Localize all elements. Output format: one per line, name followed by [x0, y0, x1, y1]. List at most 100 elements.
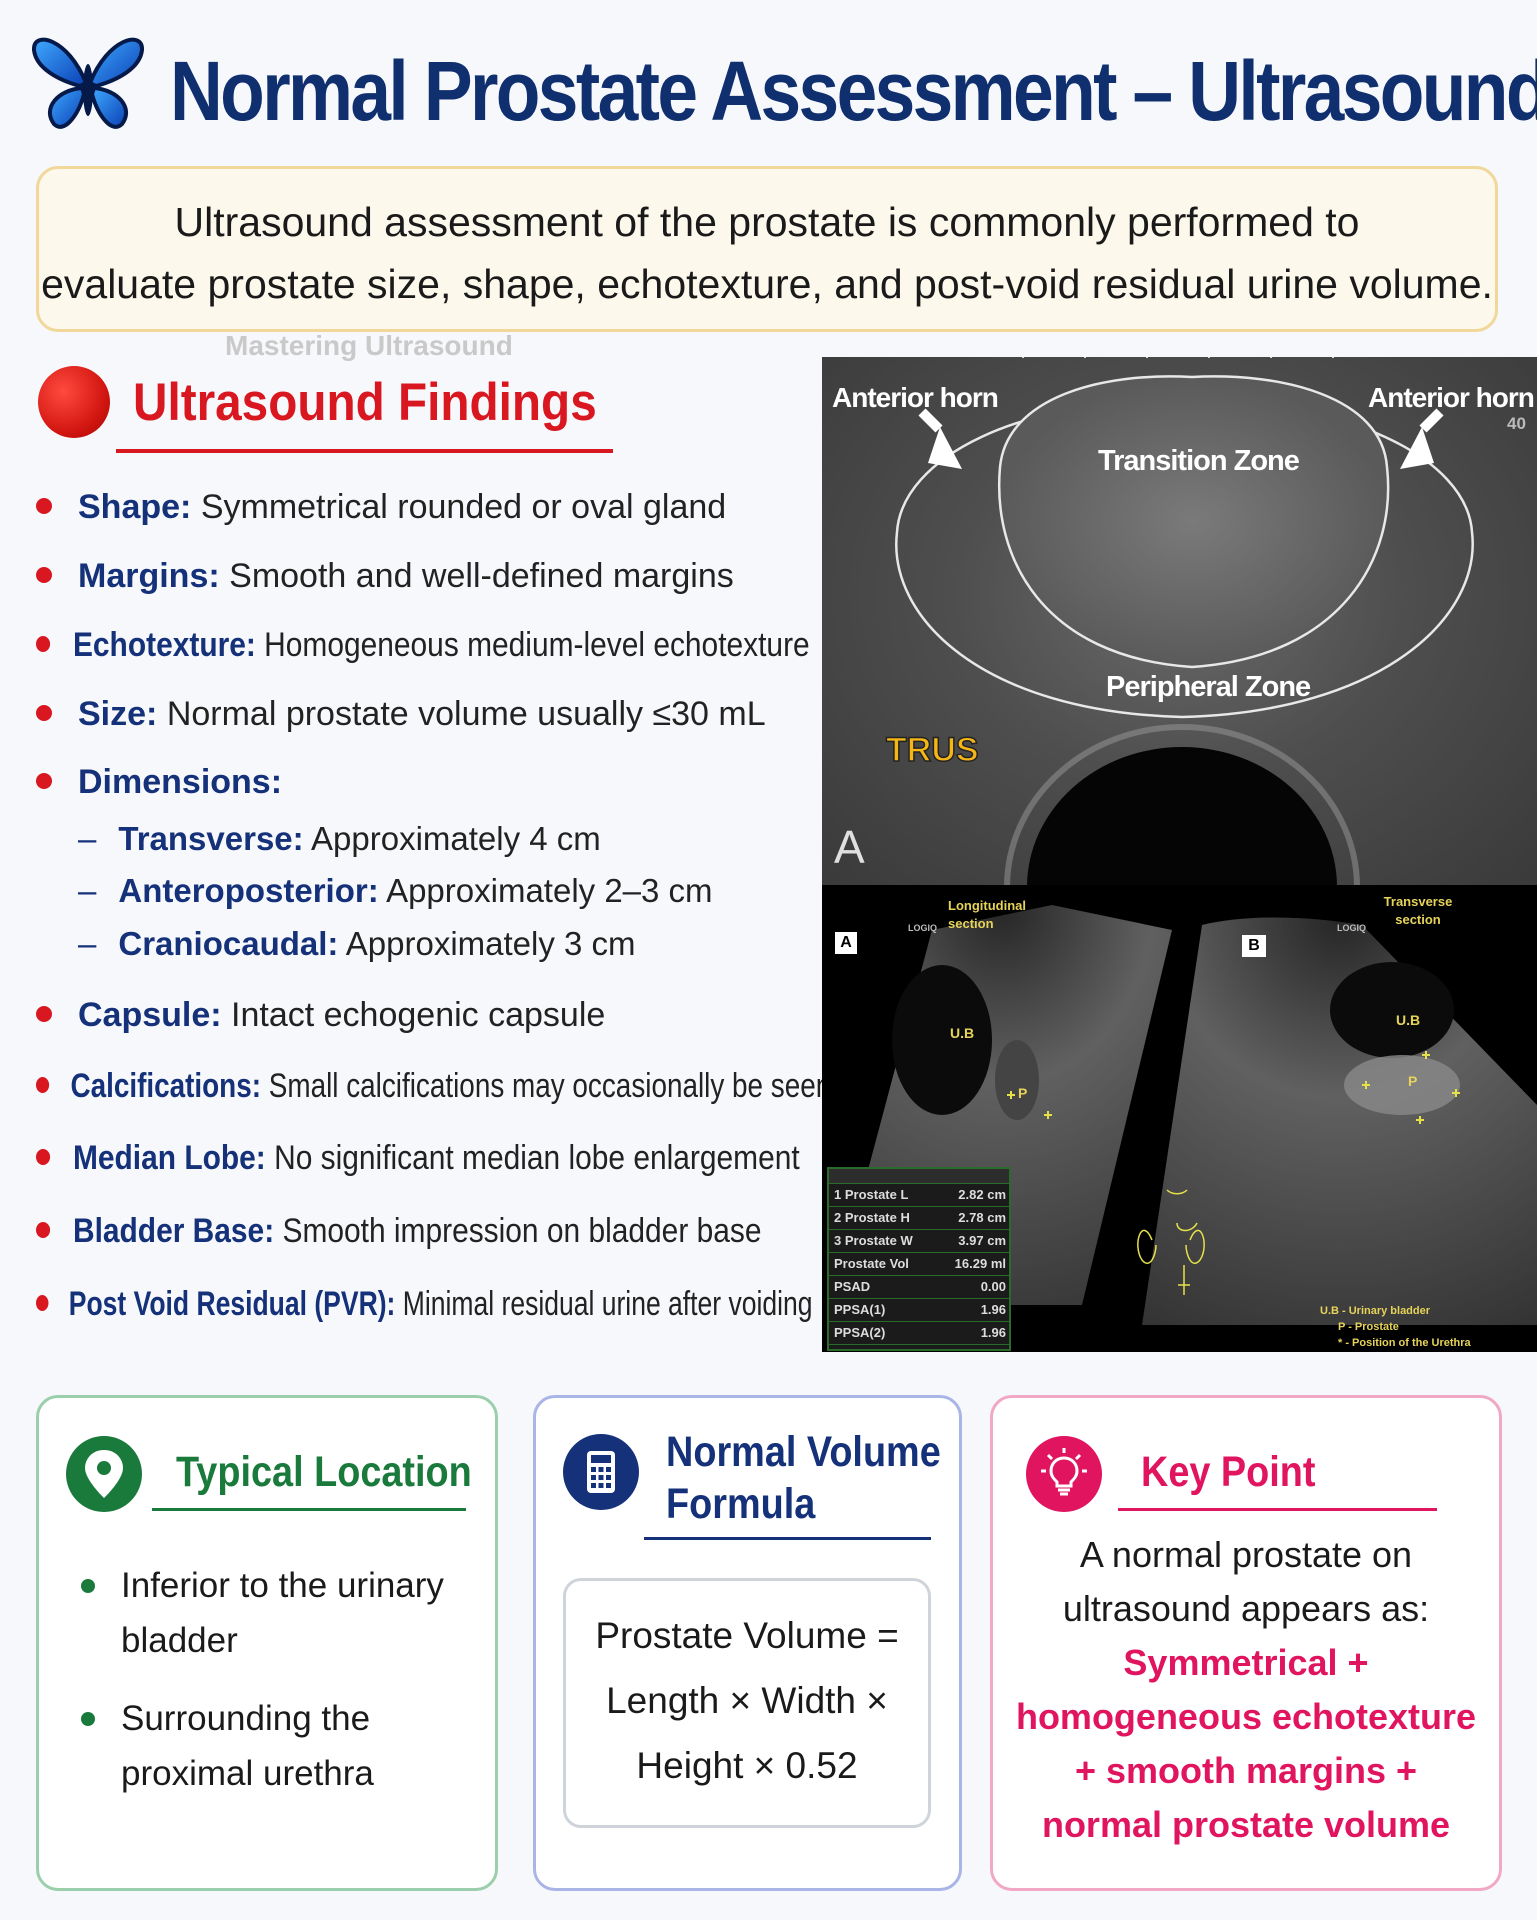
bullet-icon — [36, 636, 51, 653]
legend-line: * - Position of the Urethra — [1338, 1337, 1471, 1349]
measurement-row: 2 Prostate H 2.78 cm — [829, 1207, 1009, 1230]
measurement-table: 1 Prostate L 2.82 cm 2 Prostate H 2.78 cm 3 … — [827, 1167, 1011, 1351]
finding-margins: Margins: Smooth and well-defined margins — [36, 557, 734, 596]
finding-bladder-base: Bladder Base: Smooth impression on bladd… — [36, 1212, 761, 1251]
watermark: Mastering Ultrasound — [225, 330, 513, 361]
transverse-label: Transverse section — [1383, 894, 1453, 927]
page-title: Normal Prostate Assessment – Ultrasound — [170, 44, 1537, 138]
lightbulb-icon — [1026, 1436, 1102, 1512]
measurement-name: 1 Prostate L — [834, 1187, 909, 1202]
measurement-name: PPSA(2) — [834, 1325, 886, 1340]
location-pin-icon — [66, 1436, 142, 1512]
formula-box: Prostate Volume = Length × Width × Heigh… — [563, 1578, 931, 1828]
red-circle-icon — [38, 366, 110, 438]
measurement-name: 2 Prostate H — [834, 1210, 910, 1225]
legend-line: U.B - Urinary bladder — [1320, 1305, 1431, 1317]
key-highlight: normal prostate volume — [1041, 1804, 1451, 1845]
formula-title-line: Normal Volume — [666, 1428, 941, 1476]
measurement-name: PPSA(1) — [834, 1302, 886, 1317]
intro-line: Ultrasound assessment of the prostate is… — [174, 199, 1360, 245]
location-title: Typical Location — [176, 1448, 472, 1496]
scan-legend: U.B - Urinary bladder P - Prostate * - P… — [1320, 1303, 1471, 1351]
key-line: A normal prostate on — [1079, 1534, 1413, 1575]
measurement-rows: 1 Prostate L 2.82 cm 2 Prostate H 2.78 cm 3 … — [829, 1184, 1009, 1345]
bullet-icon — [36, 1077, 50, 1094]
peripheral-zone-label: Peripheral Zone — [1106, 671, 1311, 703]
finding-size: Size: Normal prostate volume usually ≤30… — [36, 695, 766, 734]
longitudinal-label: Longitudinal section — [948, 898, 1026, 931]
bullet-icon — [36, 1149, 51, 1166]
measurement-value: 1.96 — [980, 1325, 1006, 1340]
transition-zone-label: Transition Zone — [1098, 445, 1300, 477]
legend-line: P - Prostate — [1338, 1321, 1399, 1333]
logo-text: LOGIQ — [908, 923, 937, 933]
panel-a-badge: A — [835, 932, 857, 954]
measurement-value: 0.00 — [980, 1279, 1006, 1294]
key-point-card: Key Point A normal prostate on ultrasoun… — [990, 1395, 1502, 1891]
key-point-underline — [1118, 1508, 1437, 1511]
finding-echotexture: Echotexture: Homogeneous medium-level ec… — [36, 626, 810, 665]
findings-title: Ultrasound Findings — [133, 373, 597, 432]
dimension-transverse: –Transverse: Approximately 4 cm — [78, 820, 601, 857]
measurement-row: PPSA(2) 1.96 — [829, 1322, 1009, 1345]
panel-b-badge: B — [1242, 935, 1266, 957]
key-highlight: Symmetrical + — [1123, 1642, 1369, 1683]
dimension-craniocaudal: –Craniocaudal: Approximately 3 cm — [78, 925, 636, 962]
formula-line: Length × Width × — [606, 1680, 888, 1721]
bullet-icon — [36, 773, 52, 790]
measurement-value: 1.96 — [980, 1302, 1006, 1317]
trus-badge: TRUS — [885, 730, 979, 770]
intro-box: Ultrasound assessment of the prostate is… — [36, 166, 1498, 332]
header: Normal Prostate Assessment – Ultrasound — [0, 0, 1537, 160]
key-line: ultrasound appears as: — [1062, 1588, 1430, 1629]
finding-shape: Shape: Symmetrical rounded or oval gland — [36, 488, 726, 527]
typical-location-card: Typical Location Inferior to the urinary… — [36, 1395, 498, 1891]
bullet-icon — [36, 1295, 49, 1312]
volume-formula-card: Normal Volume Formula Prostate Volume = … — [533, 1395, 962, 1891]
logo-text: LOGIQ — [1337, 923, 1366, 933]
butterfly-icon — [31, 37, 145, 129]
measurement-value: 3.97 cm — [958, 1233, 1006, 1248]
prostate-outline — [895, 357, 1474, 885]
measurement-row: 1 Prostate L 2.82 cm — [829, 1184, 1009, 1207]
bullet-icon — [36, 705, 52, 722]
finding-capsule: Capsule: Intact echogenic capsule — [36, 996, 605, 1035]
trus-ultrasound-image: Anterior horn Anterior horn 40 Transitio… — [822, 357, 1537, 885]
prostate-label-b: P — [1408, 1073, 1418, 1089]
intro-line: evaluate prostate size, shape, echotextu… — [41, 261, 1493, 307]
bullet-icon — [36, 1222, 51, 1239]
measurement-name: Prostate Vol — [834, 1256, 909, 1271]
measurement-value: 2.82 cm — [958, 1187, 1006, 1202]
location-underline — [152, 1508, 466, 1511]
bullet-icon — [36, 1006, 52, 1023]
finding-median-lobe: Median Lobe: No significant median lobe … — [36, 1139, 800, 1178]
key-point-body: A normal prostate on ultrasound appears … — [993, 1528, 1499, 1852]
bullet-icon — [36, 498, 52, 515]
ub-label-b: U.B — [1396, 1012, 1421, 1028]
anterior-horn-left-label: Anterior horn — [832, 382, 999, 413]
finding-dimensions: Dimensions: — [36, 763, 282, 802]
key-highlight: homogeneous echotexture — [1015, 1696, 1477, 1737]
measurement-row: PPSA(1) 1.96 — [829, 1299, 1009, 1322]
measurement-row: Prostate Vol 16.29 ml — [829, 1253, 1009, 1276]
measurement-row: PSAD 0.00 — [829, 1276, 1009, 1299]
panel-letter-a: A — [834, 821, 865, 873]
dimension-anteroposterior: –Anteroposterior: Approximately 2–3 cm — [78, 872, 713, 909]
longitudinal-transverse-scan: Longitudinal section Transverse section … — [822, 885, 1537, 1352]
measurement-value: 2.78 cm — [958, 1210, 1006, 1225]
bullet-icon — [81, 1712, 95, 1726]
measurement-table-header — [829, 1169, 1009, 1184]
finding-calcifications: Calcifications: Small calcifications may… — [36, 1067, 831, 1106]
finding-pvr: Post Void Residual (PVR): Minimal residu… — [36, 1285, 813, 1324]
formula-line: Prostate Volume = — [595, 1615, 899, 1656]
depth-marker: 40 — [1507, 414, 1526, 433]
formula-underline — [644, 1537, 931, 1540]
measurement-value: 16.29 ml — [954, 1256, 1006, 1271]
measurement-name: PSAD — [834, 1279, 871, 1294]
bullet-icon — [36, 567, 52, 584]
key-highlight: + smooth margins + — [1074, 1750, 1418, 1791]
bullet-icon — [81, 1579, 95, 1593]
prostate-label-a: P — [1018, 1085, 1028, 1101]
anterior-horn-right-label: Anterior horn — [1368, 382, 1535, 413]
